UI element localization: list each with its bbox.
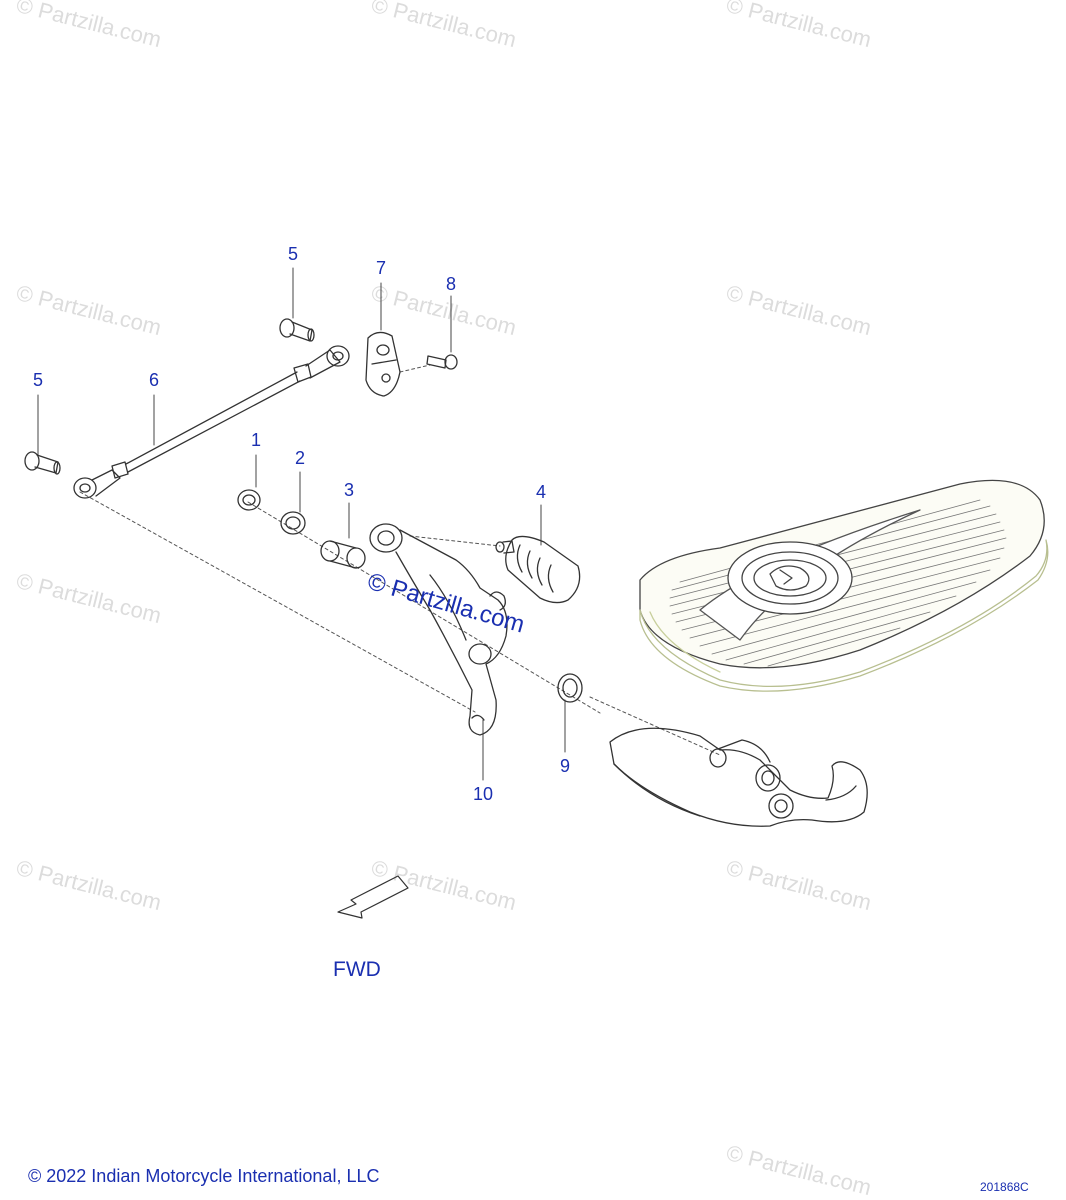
callout-4[interactable]: 4 [535,482,547,502]
callout-1[interactable]: 1 [250,430,262,450]
figure-id: 201868C [980,1180,1029,1194]
callout-7[interactable]: 7 [375,258,387,278]
washer-1 [237,489,261,511]
copyright-notice: © 2022 Indian Motorcycle International, … [28,1166,380,1186]
floorboard [639,479,1049,692]
pivot-bracket [609,727,868,827]
callout-5-left[interactable]: 5 [32,370,44,390]
assembly-lines [79,364,721,756]
leader-lines [37,267,566,781]
bushing-3 [320,540,366,569]
callout-2[interactable]: 2 [294,448,306,468]
pinch-bolt-8 [426,354,458,370]
callout-6[interactable]: 6 [148,370,160,390]
washer-9 [557,673,583,703]
callout-9[interactable]: 9 [559,756,571,776]
bolt-5-left [24,451,61,475]
shift-lever-10 [369,523,508,736]
callout-5-top[interactable]: 5 [287,244,299,264]
shift-rod-6 [73,345,350,499]
callout-8[interactable]: 8 [445,274,457,294]
washer-2 [280,511,306,535]
shift-peg-4 [495,535,581,604]
fwd-label: FWD [333,958,381,981]
bolt-5-top [279,318,315,342]
fwd-arrow [337,875,409,919]
callout-3[interactable]: 3 [343,480,355,500]
callout-10[interactable]: 10 [472,784,494,804]
shift-clamp-7 [365,331,401,397]
